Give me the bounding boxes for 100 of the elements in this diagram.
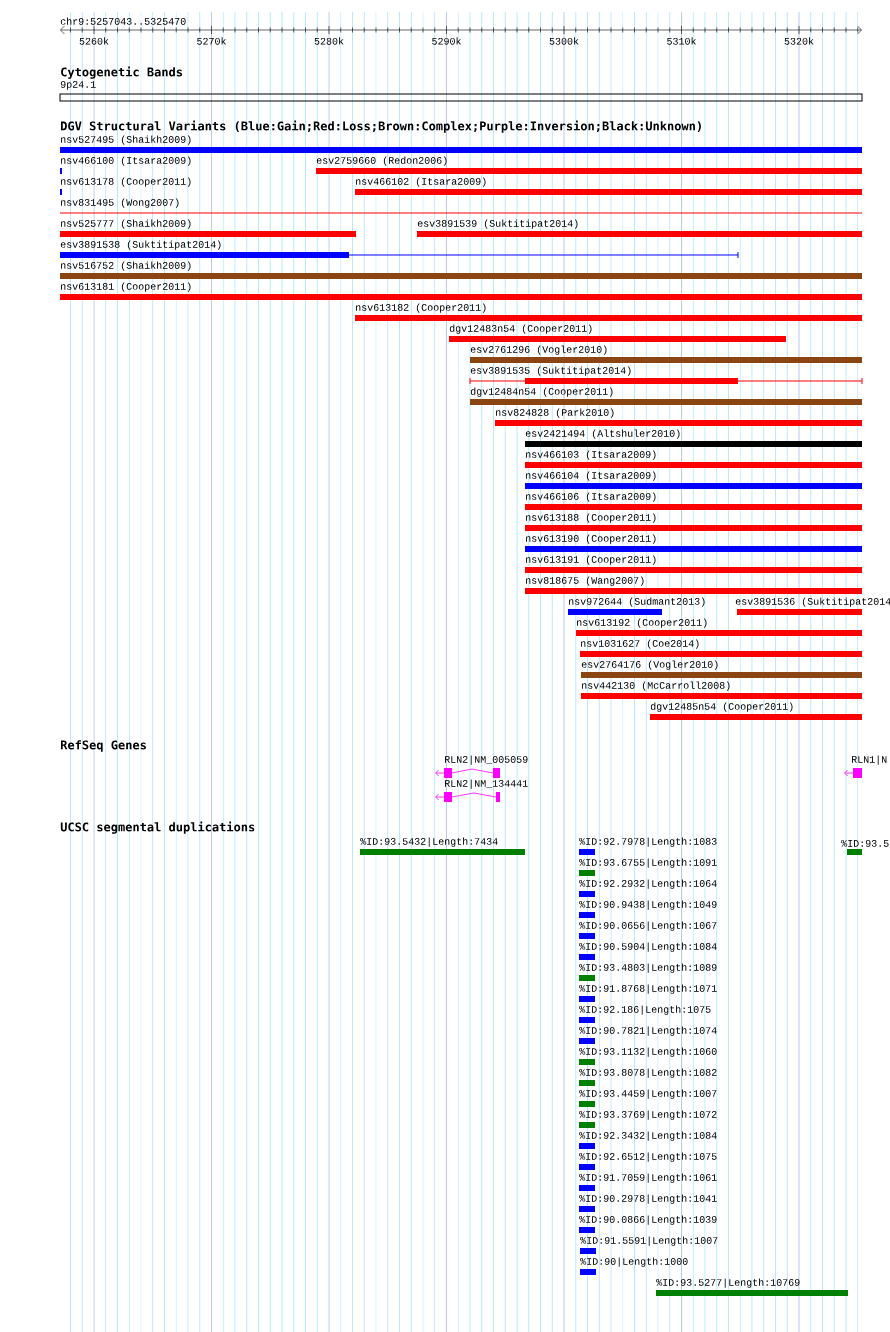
node-label: nsv525777 (Shaikh2009) <box>61 219 191 229</box>
gene-model: RLN1|N <box>844 755 887 778</box>
tick-label: 5260k <box>79 37 109 45</box>
node-label: %ID:92.2932|Length:1064 <box>579 879 717 889</box>
variant-feature: esv3891539 (Suktitipat2014) <box>417 219 862 237</box>
variant-feature: nsv613191 (Cooper2011) <box>525 555 862 573</box>
duplication-feature: %ID:93.1132|Length:1060 <box>579 1047 717 1065</box>
duplication-feature: %ID:92.7978|Length:1083 <box>579 837 717 855</box>
duplication-feature: %ID:90.0866|Length:1039 <box>579 1215 717 1233</box>
tick-label: 5290k <box>432 37 461 45</box>
node-label: %ID:90.5904|Length:1084 <box>579 942 717 952</box>
duplication-feature: %ID:93.6755|Length:1091 <box>579 858 717 876</box>
node-label: %ID:92.7978|Length:1083 <box>579 837 717 847</box>
node-label: %ID:90.0656|Length:1067 <box>579 921 717 931</box>
variant-feature: nsv613192 (Cooper2011) <box>576 618 862 636</box>
node-label: %ID:93.6755|Length:1091 <box>579 858 717 868</box>
node-label: %ID:91.8768|Length:1071 <box>579 984 717 994</box>
node-label: nsv442130 (McCarroll2008) <box>582 681 730 691</box>
variant-feature: nsv613190 (Cooper2011) <box>525 534 862 552</box>
node-label: esv2764176 (Vogler2010) <box>581 660 718 670</box>
node-label: %ID:90|Length:1000 <box>580 1257 688 1267</box>
duplication-feature: %ID:92.186|Length:1075 <box>579 1005 711 1023</box>
node-label: %ID:90.0866|Length:1039 <box>579 1215 717 1225</box>
node-label: nsv613182 (Cooper2011) <box>356 303 486 313</box>
node-label: nsv527495 (Shaikh2009) <box>61 135 191 145</box>
variant-feature: esv2759660 (Redon2006) <box>316 156 862 174</box>
node-label: esv3891538 (Suktitipat2014) <box>60 240 221 250</box>
node-label: RLN2|NM_005059 <box>444 755 528 765</box>
variant-feature: nsv613182 (Cooper2011) <box>355 303 862 321</box>
node-label: %ID:93.4459|Length:1007 <box>579 1089 717 1099</box>
variant-feature: esv2764176 (Vogler2010) <box>581 660 862 678</box>
duplication-feature: %ID:90.9438|Length:1049 <box>579 900 717 918</box>
node-label: nsv824828 (Park2010) <box>496 408 614 418</box>
duplication-feature: %ID:91.7059|Length:1061 <box>579 1173 717 1191</box>
node-label: nsv466102 (Itsara2009) <box>356 177 486 187</box>
variant-feature: nsv613178 (Cooper2011) <box>60 177 191 195</box>
duplication-feature: %ID:93.4803|Length:1089 <box>579 963 717 981</box>
node-label: %ID:93.8078|Length:1082 <box>579 1068 717 1078</box>
duplication-feature: %ID:90.2978|Length:1041 <box>579 1194 717 1212</box>
variant-feature: dgv12483n54 (Cooper2011) <box>449 324 786 342</box>
node-label: nsv466103 (Itsara2009) <box>526 450 656 460</box>
node-label: esv3891536 (Suktitipat2014 <box>735 597 890 607</box>
node-label: esv2761296 (Vogler2010) <box>470 345 607 355</box>
tick-label: 5320k <box>784 37 814 45</box>
variant-feature: esv3891535 (Suktitipat2014) <box>469 366 863 385</box>
duplication-feature: %ID:91.5591|Length:1007 <box>580 1236 718 1254</box>
duplication-feature: %ID:93.4459|Length:1007 <box>579 1089 717 1107</box>
node-label: %ID:93.4803|Length:1089 <box>579 963 717 973</box>
tick-label: 5300k <box>549 37 579 45</box>
node-label: %ID:92.3432|Length:1084 <box>579 1131 717 1141</box>
node-label: %ID:91.7059|Length:1061 <box>579 1173 717 1183</box>
node-label: nsv613181 (Cooper2011) <box>61 282 191 292</box>
node-label: nsv516752 (Shaikh2009) <box>61 261 191 271</box>
duplication-feature: %ID:90|Length:1000 <box>580 1257 688 1275</box>
node-label: %ID:93.1132|Length:1060 <box>579 1047 717 1057</box>
variant-feature: nsv613181 (Cooper2011) <box>60 282 862 300</box>
node-label: nsv613178 (Cooper2011) <box>61 177 191 187</box>
duplication-feature: %ID:93.5277|Length:10769 <box>656 1278 848 1296</box>
variant-feature: nsv442130 (McCarroll2008) <box>581 681 862 699</box>
variant-feature: nsv527495 (Shaikh2009) <box>60 135 862 153</box>
node-label: esv3891539 (Suktitipat2014) <box>417 219 578 229</box>
duplication-feature: %ID:93.5432|Length:7434 <box>360 837 525 855</box>
node-label: %ID:93.5 <box>841 840 889 847</box>
variant-feature: nsv824828 (Park2010) <box>495 408 862 426</box>
node-label: %ID:90.2978|Length:1041 <box>579 1194 717 1204</box>
variant-feature: nsv831495 (Wong2007) <box>59 198 863 214</box>
node-label: nsv613191 (Cooper2011) <box>526 555 656 565</box>
gene-model: RLN2|NM_134441 <box>435 779 528 802</box>
tick-label: 5310k <box>667 37 696 45</box>
node-label: nsv818675 (Wang2007) <box>526 576 644 586</box>
node-label: %ID:93.5277|Length:10769 <box>656 1278 800 1288</box>
node-label: %ID:92.186|Length:1075 <box>579 1005 711 1015</box>
tick-label: 5280k <box>314 37 344 45</box>
node-label: %ID:93.3769|Length:1072 <box>579 1110 717 1120</box>
node-label: %ID:91.5591|Length:1007 <box>580 1236 718 1246</box>
variant-feature: nsv466106 (Itsara2009) <box>525 492 862 510</box>
variant-feature: nsv818675 (Wang2007) <box>525 576 862 594</box>
variant-feature: esv3891538 (Suktitipat2014) <box>59 240 739 259</box>
node-label: RLN1|N <box>851 755 887 765</box>
band-name: 9p24.1 <box>60 81 96 90</box>
node-label: dgv12484n54 (Cooper2011) <box>470 387 613 397</box>
duplication-feature: %ID:93.3769|Length:1072 <box>579 1110 717 1128</box>
duplication-feature: %ID:91.8768|Length:1071 <box>579 984 717 1002</box>
variant-feature: nsv972644 (Sudmant2013) <box>568 597 705 615</box>
duplication-feature: %ID:90.5904|Length:1084 <box>579 942 717 960</box>
node-label: dgv12483n54 (Cooper2011) <box>449 324 592 334</box>
duplication-feature: %ID:90.0656|Length:1067 <box>579 921 717 939</box>
node-label: %ID:92.6512|Length:1075 <box>579 1152 717 1162</box>
variant-feature: nsv516752 (Shaikh2009) <box>60 261 862 279</box>
track-title: DGV Structural Variants (Blue:Gain;Red:Loss;Brown:Complex;Purple:Inversion;Black:Unknown) <box>61 120 701 133</box>
node-label: nsv613192 (Cooper2011) <box>577 618 707 628</box>
node-label: %ID:90.7821|Length:1074 <box>579 1026 717 1036</box>
variant-feature: dgv12485n54 (Cooper2011) <box>650 702 862 720</box>
node-label: nsv613188 (Cooper2011) <box>526 513 656 523</box>
node-label: nsv466100 (Itsara2009) <box>61 156 191 166</box>
node-label: nsv972644 (Sudmant2013) <box>569 597 705 607</box>
variant-feature: nsv466103 (Itsara2009) <box>525 450 862 468</box>
duplication-feature: %ID:93.5 <box>841 840 889 855</box>
node-label: esv3891535 (Suktitipat2014) <box>470 366 631 376</box>
track-title: RefSeq Genes <box>61 740 146 752</box>
